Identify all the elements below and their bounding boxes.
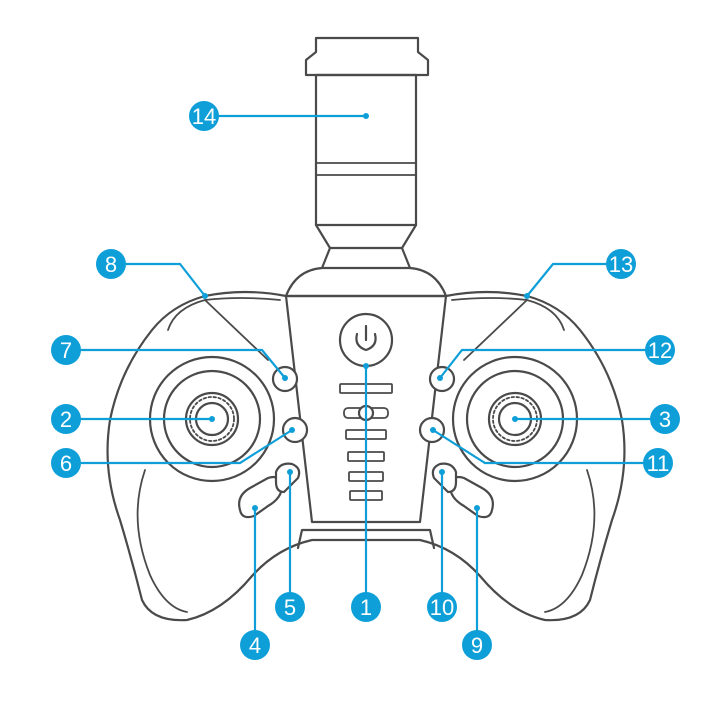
callout-badge — [51, 448, 81, 478]
callout-7: 7 — [51, 335, 288, 381]
leader-endpoint — [287, 469, 293, 475]
callout-badge — [51, 335, 81, 365]
callout-number: 4 — [249, 633, 261, 658]
callout-number: 9 — [471, 633, 483, 658]
leader-endpoint — [430, 427, 436, 433]
callout-12: 12 — [437, 335, 675, 381]
leader-endpoint — [439, 469, 445, 475]
callout-3: 3 — [512, 404, 680, 434]
callout-14: 14 — [189, 101, 369, 131]
callout-number: 2 — [60, 407, 72, 432]
callout-number: 3 — [659, 407, 671, 432]
leader-endpoint — [202, 293, 208, 299]
callout-4: 4 — [240, 505, 270, 660]
callout-number: 6 — [60, 451, 72, 476]
callout-10: 10 — [427, 469, 457, 622]
callout-6: 6 — [51, 427, 295, 478]
leader-endpoint — [289, 427, 295, 433]
callout-5: 5 — [275, 469, 305, 622]
leader-endpoint — [252, 505, 258, 511]
callout-1: 1 — [351, 363, 381, 622]
callout-2: 2 — [51, 404, 215, 434]
phone-holder — [284, 36, 448, 298]
leader-endpoint — [474, 505, 480, 511]
callout-number: 1 — [360, 595, 372, 620]
leader-line — [64, 348, 287, 380]
leader-endpoint — [209, 416, 215, 422]
leader-line — [525, 262, 623, 298]
callout-number: 11 — [647, 451, 670, 476]
callout-8: 8 — [96, 249, 208, 299]
leader-endpoint — [282, 375, 288, 381]
callout-number: 5 — [284, 595, 296, 620]
callout-number: 10 — [430, 595, 454, 620]
callout-badge — [51, 404, 81, 434]
callout-number: 12 — [648, 338, 672, 363]
callout-13: 13 — [524, 249, 636, 299]
right-lower-button[interactable] — [431, 462, 458, 494]
power-button[interactable] — [338, 312, 394, 368]
callout-badge — [96, 249, 126, 279]
leader-line — [64, 428, 294, 465]
callout-number: 7 — [60, 338, 72, 363]
callout-badge — [351, 592, 381, 622]
callout-number: 14 — [192, 104, 216, 129]
callout-badge — [462, 630, 492, 660]
callout-number: 8 — [105, 252, 117, 277]
leader-endpoint — [363, 113, 369, 119]
left-lower-button[interactable] — [274, 462, 301, 494]
callout-badge — [650, 404, 680, 434]
callout-badge — [189, 101, 219, 131]
callout-badge — [645, 335, 675, 365]
callout-badge — [275, 592, 305, 622]
callout-badge — [606, 249, 636, 279]
callout-9: 9 — [462, 505, 492, 660]
callout-badge — [427, 592, 457, 622]
leader-line — [438, 348, 662, 380]
leader-endpoint — [512, 416, 518, 422]
callout-11: 11 — [430, 427, 673, 478]
callout-badge — [240, 630, 270, 660]
leader-endpoint — [524, 293, 530, 299]
leader-endpoint — [363, 363, 369, 369]
callout-badge — [643, 448, 673, 478]
power-icon — [355, 324, 377, 352]
leader-endpoint — [437, 375, 443, 381]
leader-line — [431, 428, 660, 465]
leader-line — [109, 262, 207, 298]
callout-number: 13 — [609, 252, 633, 277]
